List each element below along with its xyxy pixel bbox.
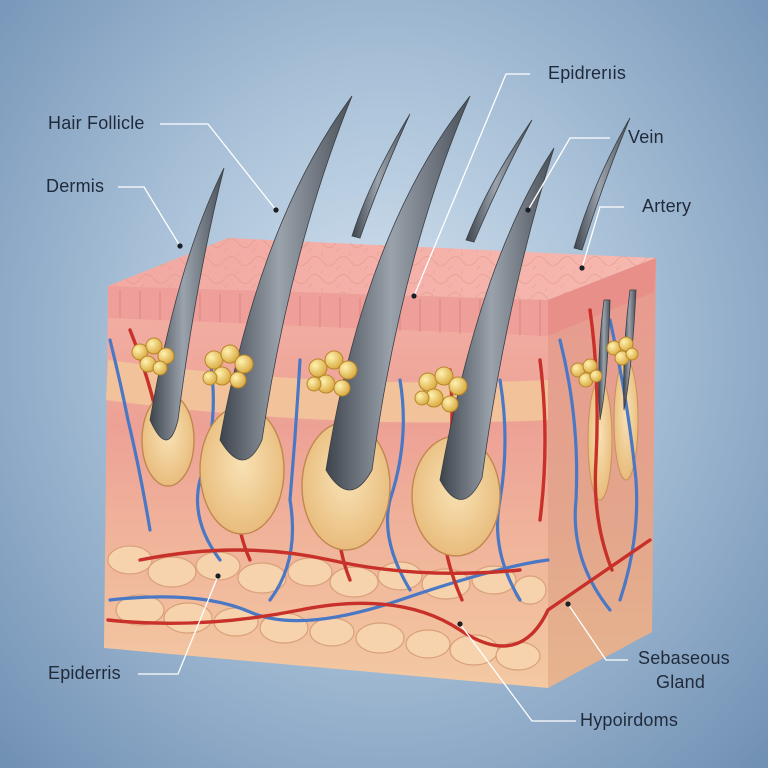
- label-epidermis-top: Epidrerıis: [548, 63, 627, 83]
- label-hypodermis: Hypoirdoms: [580, 710, 679, 730]
- label-sebaceous-line1: Sebaseous: [638, 648, 730, 668]
- leader-dots: [177, 207, 585, 627]
- label-hair-follicle: Hair Follicle: [48, 113, 145, 133]
- hypodermis-fat-lobules: [107, 545, 547, 671]
- label-artery: Artery: [642, 196, 692, 216]
- label-sebaceous-gland: Sebaseous Gland: [638, 646, 730, 694]
- label-vein: Vein: [628, 127, 664, 147]
- sebaceous-glands: [131, 336, 639, 413]
- hair-shafts: [149, 95, 637, 500]
- label-dermis: Dermis: [46, 176, 105, 196]
- leader-lines: [118, 73, 628, 722]
- label-sebaceous-line2: Gland: [656, 672, 706, 692]
- label-epidermis-bottom: Epiderris: [48, 663, 121, 683]
